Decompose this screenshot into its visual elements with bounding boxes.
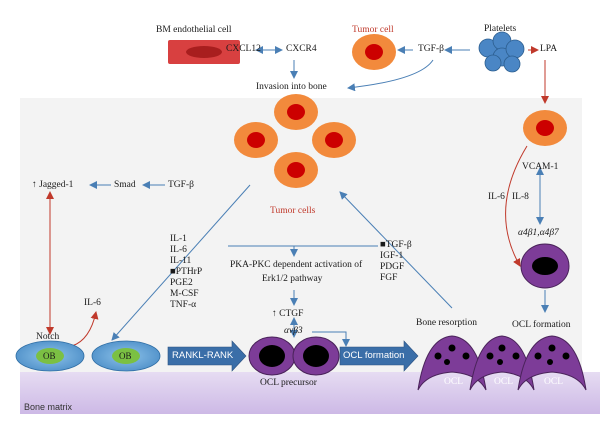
ocl-label-1: OCL (444, 377, 463, 387)
tumor-nucleus-right (536, 120, 554, 136)
jagged-label: ↑ Jagged-1 (32, 180, 74, 190)
ob-label-2: OB (119, 351, 132, 361)
cxcr4-label: CXCR4 (286, 44, 317, 54)
pka-line1-label: PKA-PKC dependent activation of (230, 260, 363, 270)
growth-factor-item: FGF (380, 273, 398, 283)
ocl-formation-right-label: OCL formation (512, 320, 571, 330)
tumor-to-ob-arrow (111, 184, 251, 341)
ocl-precursor-nucleus-1 (259, 345, 285, 367)
growth-factor-item: IGF-1 (380, 251, 404, 261)
integrin-to-ocl-arrow (312, 331, 350, 347)
integrins-right-label: α4β1,α4β7 (518, 228, 559, 238)
cytokine-item: ■PTHrP (170, 267, 203, 277)
il6-il8-arrow (505, 145, 528, 267)
endothelial-nucleus (186, 46, 222, 58)
ocl-cell-2 (469, 335, 535, 391)
notch-label: Notch (36, 332, 60, 342)
ocl-formation-arrow-label: OCL formation (343, 350, 405, 361)
ocl-formation-block-arrow (339, 340, 419, 372)
vcam-label: VCAM-1 (522, 162, 559, 172)
bone-resorption-label: Bone resorption (416, 318, 477, 328)
ocl-cell-1 (417, 335, 487, 391)
rankl-rank-arrow (167, 340, 247, 372)
tumor-cell-label: Tumor cell (352, 25, 394, 35)
il6-right-label: IL-6 (488, 192, 505, 202)
integrin-label: αvβ3 (284, 326, 303, 336)
growth-factor-item: ■TGF-β (380, 240, 412, 250)
il8-label: IL-8 (512, 192, 529, 202)
invasion-label: Invasion into bone (256, 82, 327, 92)
growth-factor-item: PDGF (380, 262, 405, 272)
ocl-precursor-nucleus-2 (303, 345, 329, 367)
ob-label-1: OB (43, 351, 56, 361)
tumor-cells-cluster (234, 94, 356, 188)
ocl-nucleus-right (532, 257, 558, 275)
cytokine-item: M-CSF (170, 289, 199, 299)
cytokine-item: IL-1 (170, 234, 187, 244)
ob-nucleus-2 (112, 348, 140, 364)
lpa-label: LPA (540, 44, 558, 54)
growth-factor-list: ■TGF-β IGF-1 PDGF FGF (380, 240, 412, 284)
cytokine-item: PGE2 (170, 278, 193, 288)
cytokine-item: IL-11 (170, 256, 192, 266)
tgf-left-label: TGF-β (168, 180, 194, 190)
bone-matrix (20, 372, 600, 414)
ocl-label-2: OCL (494, 377, 513, 387)
ocl-precursor-label: OCL precursor (260, 378, 317, 388)
ocl-cell-3 (517, 335, 587, 391)
il6-notch-label: IL-6 (84, 298, 101, 308)
smad-label: Smad (114, 180, 136, 190)
tgf-to-invasion-arrow (347, 59, 434, 92)
bone-matrix-label: Bone matrix (24, 402, 73, 412)
cytokine-list: IL-1 IL-6 IL-11 ■PTHrP PGE2 M-CSF TNF-α (170, 234, 202, 311)
cytokine-item: IL-6 (170, 245, 187, 255)
bm-endothelial-label: BM endothelial cell (156, 25, 232, 35)
cytokine-item: TNF-α (170, 300, 197, 310)
resorption-to-tumor-arrow (339, 191, 453, 309)
notch-to-il6-arrow (71, 311, 99, 347)
ocl-label-3: OCL (544, 377, 563, 387)
cxcl12-label: CXCL12 (226, 44, 261, 54)
ob-nucleus-1 (36, 348, 64, 364)
tumor-cells-label: Tumor cells (270, 206, 316, 216)
ctgf-label: ↑ CTGF (272, 309, 304, 319)
rankl-rank-label: RANKL-RANK (172, 350, 234, 361)
platelets-cluster (478, 31, 525, 73)
pka-line2-label: Erk1/2 pathway (262, 274, 323, 284)
tgf-top-label: TGF-β (418, 44, 444, 54)
platelets-label: Platelets (484, 24, 517, 34)
tumor-nucleus-top (365, 44, 383, 60)
